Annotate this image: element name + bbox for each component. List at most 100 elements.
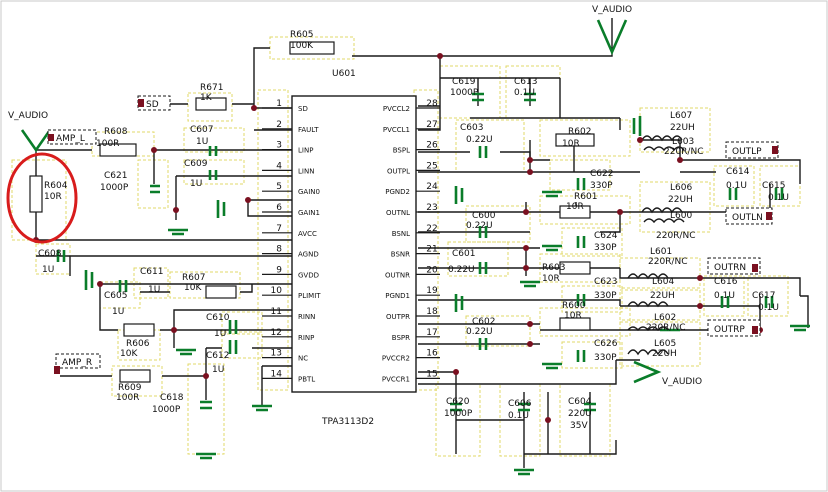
chip-pin-number: 2 xyxy=(276,120,282,130)
svg-text:C609: C609 xyxy=(184,159,208,169)
chip-pin-number: 11 xyxy=(271,307,282,317)
svg-text:1K: 1K xyxy=(200,93,213,103)
chip-pin-number: 13 xyxy=(271,349,282,359)
rail-label-top: V_AUDIO xyxy=(592,5,632,15)
svg-text:0.22U: 0.22U xyxy=(466,327,493,337)
svg-text:100K: 100K xyxy=(290,41,314,51)
svg-text:0.1U: 0.1U xyxy=(508,411,529,421)
chip-pin-name: PGND1 xyxy=(385,292,410,300)
svg-text:220U: 220U xyxy=(568,409,592,419)
highlight-circle xyxy=(6,152,78,244)
net-sd: SD xyxy=(146,100,159,110)
net-outrp: OUTRP xyxy=(714,325,745,335)
chip-pin-name: OUTNR xyxy=(385,271,410,279)
svg-text:C611: C611 xyxy=(140,267,163,277)
svg-text:C622: C622 xyxy=(590,169,613,179)
chip-pin-number: 15 xyxy=(426,369,437,379)
svg-text:0.1U: 0.1U xyxy=(758,303,779,313)
svg-text:1U: 1U xyxy=(212,365,224,375)
chip-pin-number: 6 xyxy=(276,203,282,213)
chip-pin-name: RINN xyxy=(298,313,315,321)
chip-pin-name: SD xyxy=(298,105,308,113)
chip-pin-number: 21 xyxy=(426,245,437,255)
chip-pin-number: 25 xyxy=(426,161,437,171)
svg-text:1000P: 1000P xyxy=(100,183,129,193)
svg-text:C624: C624 xyxy=(594,231,618,241)
chip-pin-number: 27 xyxy=(426,120,437,130)
svg-text:R602: R602 xyxy=(568,127,591,137)
chip-pin-number: 7 xyxy=(276,224,282,234)
chip-pin-name: PVCCR2 xyxy=(382,355,410,363)
svg-text:0.1U: 0.1U xyxy=(714,291,735,301)
chip-pin-number: 16 xyxy=(426,349,438,359)
chip-pin-name: AVCC xyxy=(298,230,317,238)
chip-pin-name: GVDD xyxy=(298,271,319,279)
chip-pin-number: 8 xyxy=(276,245,282,255)
svg-text:1000P: 1000P xyxy=(450,88,479,98)
chip-pin-number: 14 xyxy=(271,369,283,379)
svg-text:22UH: 22UH xyxy=(668,195,693,205)
svg-text:C606: C606 xyxy=(508,399,532,409)
svg-text:C623: C623 xyxy=(594,277,617,287)
chip-pin-name: GAIN1 xyxy=(298,209,320,217)
svg-text:L604: L604 xyxy=(652,277,674,287)
chip-pin-name: PVCCR1 xyxy=(382,375,410,383)
svg-text:R609: R609 xyxy=(118,383,142,393)
svg-text:R601: R601 xyxy=(574,192,597,202)
svg-text:L602: L602 xyxy=(654,313,676,323)
net-outln: OUTLN xyxy=(732,213,763,223)
chip-pin-name: OUTPL xyxy=(387,167,410,175)
chip-pin-number: 9 xyxy=(276,265,282,275)
svg-text:100R: 100R xyxy=(96,139,119,149)
svg-text:220R/NC: 220R/NC xyxy=(648,257,687,267)
svg-text:1U: 1U xyxy=(112,307,124,317)
svg-text:C618: C618 xyxy=(160,393,184,403)
svg-text:R600: R600 xyxy=(562,301,586,311)
svg-text:330P: 330P xyxy=(594,291,617,301)
chip-pin-number: 12 xyxy=(271,328,282,338)
chip-pin-name: PGND2 xyxy=(385,188,410,196)
svg-text:R608: R608 xyxy=(104,127,128,137)
svg-text:C616: C616 xyxy=(714,277,738,287)
chip-ref: U601 xyxy=(332,69,356,79)
chip-pin-number: 28 xyxy=(426,99,438,109)
svg-text:C604: C604 xyxy=(568,397,592,407)
svg-text:C605: C605 xyxy=(104,291,127,301)
svg-text:C610: C610 xyxy=(206,313,230,323)
svg-text:R605: R605 xyxy=(290,30,313,40)
svg-text:330P: 330P xyxy=(590,181,613,191)
chip-pin-name: BSPR xyxy=(392,334,410,342)
svg-text:C614: C614 xyxy=(726,167,750,177)
svg-text:1U: 1U xyxy=(196,137,208,147)
svg-text:330P: 330P xyxy=(594,243,617,253)
svg-text:1U: 1U xyxy=(214,329,226,339)
chip-pin-name: FAULT xyxy=(298,126,319,134)
svg-text:R607: R607 xyxy=(182,273,205,283)
chip-pin-number: 17 xyxy=(426,328,437,338)
labels: V_AUDIO V_AUDIO V_AUDIO U601 TPA3113D2 S… xyxy=(8,5,789,431)
chip-pin-number: 22 xyxy=(426,224,437,234)
r604-ref: R604 xyxy=(44,181,68,191)
svg-text:0.22U: 0.22U xyxy=(466,135,493,145)
chip-pin-name: AGND xyxy=(298,251,319,259)
chip-part: TPA3113D2 xyxy=(321,417,374,427)
svg-text:1000P: 1000P xyxy=(152,405,181,415)
svg-text:C626: C626 xyxy=(594,339,618,349)
chip-pin-number: 1 xyxy=(276,99,282,109)
svg-text:10R: 10R xyxy=(564,311,582,321)
chip-pin-name: LINN xyxy=(298,167,314,175)
chip-pin-name: GAIN0 xyxy=(298,188,320,196)
chip-pin-name: PLIMIT xyxy=(298,292,321,300)
chip-pin-name: BSPL xyxy=(393,147,410,155)
chip-pin-number: 3 xyxy=(276,141,282,151)
svg-text:C621: C621 xyxy=(104,171,127,181)
chip-pin-number: 24 xyxy=(426,182,438,192)
chip-pin-name: NC xyxy=(298,355,308,363)
chip-pin-name: PBTL xyxy=(298,375,315,383)
chip-pin-name: PVCCL2 xyxy=(383,105,410,113)
net-outrn: OUTRN xyxy=(714,263,746,273)
net-flags xyxy=(47,95,779,374)
svg-text:C620: C620 xyxy=(446,397,470,407)
net-outlp: OUTLP xyxy=(732,147,762,157)
svg-text:L605: L605 xyxy=(654,339,676,349)
